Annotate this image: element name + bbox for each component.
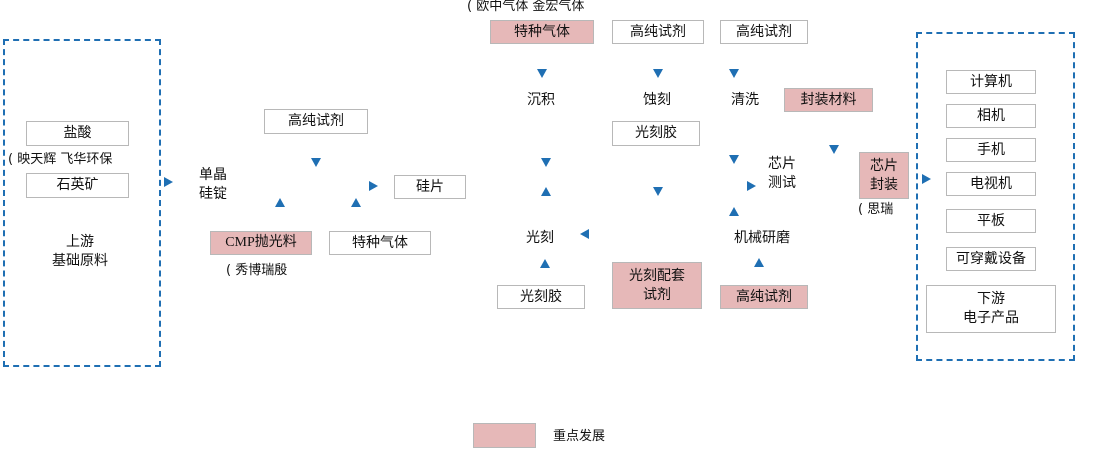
arrow-reagent-down: [311, 158, 321, 167]
chip-pkg-line2: 封装: [870, 176, 898, 193]
arrow-material-to-pkg: [829, 145, 839, 154]
upstream-title-line1: 上游: [66, 234, 94, 250]
arrow-reagent-to-etching: [653, 69, 663, 78]
lithography-label: 光刻: [526, 230, 554, 246]
wafer-label: 硅片: [416, 178, 444, 195]
downstream-group: [916, 32, 1075, 361]
fab-reagent-2-label: 高纯试剂: [736, 23, 792, 40]
downstream-item-label: 手机: [977, 141, 1005, 158]
fab-reagent-3-box: 高纯试剂: [720, 285, 808, 309]
etching-label: 蚀刻: [643, 92, 671, 108]
arrow-upstream-to-mono: [164, 177, 173, 187]
litho-reagent-line1: 光刻配套: [629, 267, 685, 284]
fab-gas-label: 特种气体: [514, 23, 570, 40]
fab-reagent-1-box: 高纯试剂: [612, 20, 704, 44]
chip-test-line2: 测试: [768, 174, 796, 191]
downstream-item-wearable: 可穿戴设备: [946, 247, 1036, 271]
fab-reagent-3-label: 高纯试剂: [736, 288, 792, 305]
arrow-reagent3-up: [754, 258, 764, 267]
arrow-grinding-up: [729, 207, 739, 216]
wafer-box: 硅片: [394, 175, 466, 199]
downstream-item-label: 电视机: [970, 175, 1012, 192]
legend-label: 重点发展: [553, 429, 606, 444]
downstream-item-label: 可穿戴设备: [956, 250, 1026, 267]
arrow-to-chip-test: [747, 181, 756, 191]
silicon-reagent-label: 高纯试剂: [288, 113, 344, 130]
chip-test-line1: 芯片: [768, 156, 796, 172]
arrow-cleaning-down: [729, 155, 739, 164]
fab-reagent-2-box: 高纯试剂: [720, 20, 808, 44]
downstream-item-camera: 相机: [946, 104, 1036, 128]
litho-reagent-box: 光刻配套 试剂: [612, 262, 702, 309]
downstream-item-label: 平板: [977, 212, 1005, 229]
arrow-to-wafer: [369, 181, 378, 191]
quartz-label: 石英矿: [56, 177, 99, 194]
mono-silicon-label: 单晶 硅锭: [199, 166, 227, 204]
arrow-photoresist-up: [540, 259, 550, 268]
upstream-title: 上游 基础原料: [30, 233, 130, 271]
cmp-label: CMP抛光料: [225, 234, 297, 250]
fab-top-companies: ( 欧中气体 金宏气体: [467, 0, 585, 14]
fab-reagent-1-label: 高纯试剂: [630, 23, 686, 40]
chip-test-label: 芯片 测试: [768, 155, 796, 193]
silicon-gas-label: 特种气体: [352, 234, 408, 251]
litho-reagent-line2: 试剂: [643, 286, 671, 303]
fab-gas-box: 特种气体: [490, 20, 594, 44]
downstream-item-tablet: 平板: [946, 209, 1036, 233]
downstream-title-box: 下游 电子产品: [926, 285, 1056, 333]
arrow-etch-down: [653, 187, 663, 196]
downstream-title-line1: 下游: [977, 291, 1005, 308]
arrow-deposition-down: [541, 158, 551, 167]
hcl-label: 盐酸: [63, 125, 92, 142]
arrow-litho-up: [541, 187, 551, 196]
downstream-title-line2: 电子产品: [963, 310, 1019, 326]
fab-photoresist-mid-label: 光刻胶: [635, 125, 677, 142]
hcl-box: 盐酸: [26, 121, 129, 146]
downstream-item-label: 计算机: [970, 73, 1012, 90]
pkg-company: ( 思瑞: [858, 202, 894, 217]
arrow-pkg-to-downstream: [922, 174, 931, 184]
silicon-gas-box: 特种气体: [329, 231, 431, 255]
arrow-cmp-up: [275, 198, 285, 207]
deposition-label: 沉积: [527, 92, 555, 108]
hcl-companies: ( 映天辉 飞华环保: [8, 152, 113, 167]
arrow-reagent-to-cleaning: [729, 69, 739, 78]
cmp-company: ( 秀博瑞殷: [226, 263, 288, 278]
upstream-group: [3, 39, 161, 367]
upstream-title-line2: 基础原料: [52, 252, 108, 269]
chip-pkg-line1: 芯片: [870, 157, 898, 174]
arrow-to-lithography: [580, 229, 589, 239]
fab-photoresist-mid-box: 光刻胶: [612, 121, 700, 146]
cleaning-label: 清洗: [731, 92, 759, 108]
chip-pkg-box: 芯片 封装: [859, 152, 909, 199]
cmp-grinding-label: 机械研磨: [734, 230, 790, 246]
arrow-gas-to-deposition: [537, 69, 547, 78]
fab-photoresist-bottom-box: 光刻胶: [497, 285, 585, 309]
mono-line1: 单晶: [199, 167, 227, 183]
packaging-material-label: 封装材料: [800, 91, 857, 108]
downstream-item-tv: 电视机: [946, 172, 1036, 196]
mono-line2: 硅锭: [199, 185, 227, 202]
downstream-item-label: 相机: [977, 107, 1005, 124]
quartz-box: 石英矿: [26, 173, 129, 198]
arrow-gas-up: [351, 198, 361, 207]
downstream-item-phone: 手机: [946, 138, 1036, 162]
silicon-reagent-box: 高纯试剂: [264, 109, 368, 134]
cmp-box: CMP抛光料: [210, 231, 312, 255]
legend-swatch: [473, 423, 536, 448]
packaging-material-box: 封装材料: [784, 88, 873, 112]
fab-photoresist-bottom-label: 光刻胶: [520, 288, 562, 305]
downstream-item-computer: 计算机: [946, 70, 1036, 94]
